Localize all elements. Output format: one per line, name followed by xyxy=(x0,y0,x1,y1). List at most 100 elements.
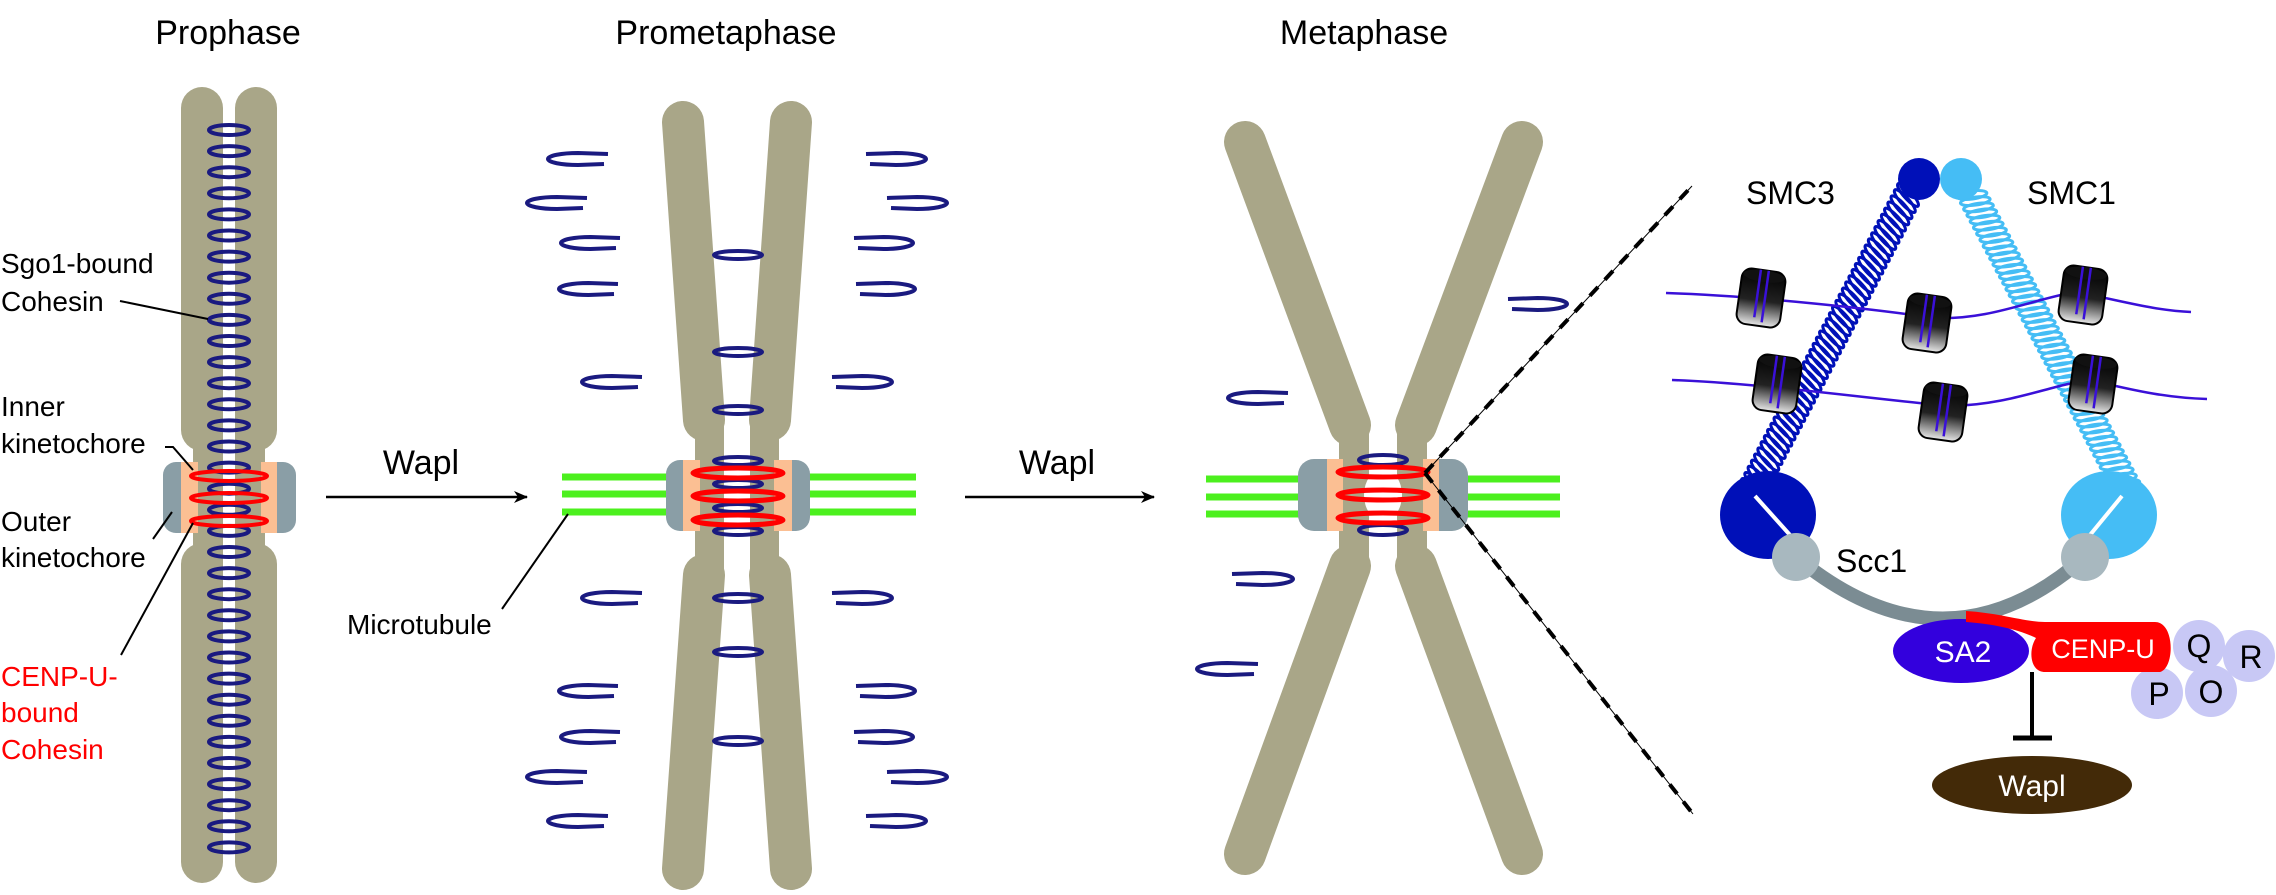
smc3-coil-turn xyxy=(1827,311,1852,338)
sgo1-cohesin-ring xyxy=(207,819,251,834)
inner-kinetochore-label-line1: Inner xyxy=(1,391,65,422)
sgo1-leader-line xyxy=(119,300,209,320)
sa2 xyxy=(1893,619,2029,683)
metaphase-chromosome xyxy=(1195,121,1569,875)
smc1-coil-turn xyxy=(1981,238,2015,251)
cenpu-cohesin-rings xyxy=(189,469,269,528)
sgo1-cohesin-ring xyxy=(207,376,251,391)
smc1-coil-turn xyxy=(2017,305,2051,318)
smc1-coil-turn xyxy=(2043,354,2077,367)
smc1-coil-turn xyxy=(1975,225,2008,238)
smc3-coil-turn xyxy=(1762,434,1787,460)
smc3-coil-turn xyxy=(1879,212,1904,239)
sgo1-cohesin-ring xyxy=(207,756,251,770)
smc1-coil-turn xyxy=(2023,318,2057,331)
cohesin-ring xyxy=(712,592,764,604)
histone-top xyxy=(2065,266,2107,280)
sgo1-cohesin-ring xyxy=(207,165,251,180)
released-cohesin-ring xyxy=(831,373,894,391)
cenpu-label-line2: bound xyxy=(1,697,79,728)
sgo1-cohesin-ring xyxy=(207,228,251,243)
sgo1-cohesin-ring xyxy=(207,397,251,412)
sgo1-cohesin-ring xyxy=(207,270,251,285)
released-cohesin-ring xyxy=(1195,660,1259,678)
cenpu-cohesin-ring xyxy=(1335,487,1431,503)
cohesin-ring xyxy=(712,404,764,416)
scc1-c-terminus xyxy=(2061,533,2109,581)
smc3-coil-turn xyxy=(1873,225,1898,251)
smc1-coil-turn xyxy=(1984,244,2018,257)
smc3-coil-turn xyxy=(1824,317,1849,344)
dna-strand xyxy=(1665,290,2192,320)
smc3-coil-turn xyxy=(1853,261,1878,288)
smc1-coil-turn xyxy=(2092,447,2125,460)
nucleosome xyxy=(1917,381,1969,443)
cohesin-ring xyxy=(712,455,764,467)
nucleosome xyxy=(1751,353,1803,415)
released-cohesin-ring xyxy=(525,768,588,786)
smc3-coil-turn xyxy=(1801,360,1826,387)
smc3-head-line xyxy=(1753,494,1792,537)
sgo1-cohesin-ring xyxy=(207,123,251,137)
released-cohesin-ring xyxy=(559,728,621,746)
smc1-coil-turn xyxy=(2020,311,2054,324)
dna-wrap xyxy=(1935,383,1953,437)
smc3-coil-turn xyxy=(1844,280,1868,307)
sgo1-cohesin-ring xyxy=(207,144,251,159)
released-cohesin-ring xyxy=(1226,389,1289,407)
cohesin-ring xyxy=(712,502,764,514)
chromatid-right-upper xyxy=(749,101,812,441)
sgo1-cohesin-ring xyxy=(207,545,251,559)
cohesin-model: SMC3 SMC1 Scc1 Q R P O SA2 CENP-U Wapl xyxy=(1665,158,2275,814)
nucleosomes xyxy=(1735,264,2119,443)
histone-top xyxy=(1759,355,1801,369)
cenp-u xyxy=(1966,611,2171,672)
centromeric-cohesin-rings xyxy=(690,249,786,747)
smc1-coil-turn xyxy=(2098,459,2132,472)
cenp-u-label: CENP-U xyxy=(2051,634,2155,664)
smc1-coil-turn xyxy=(1997,268,2031,281)
sgo1-cohesin-ring xyxy=(207,777,251,792)
smc3-coil-turn xyxy=(1821,323,1846,350)
wapl xyxy=(1932,756,2132,814)
sgo1-cohesin-ring xyxy=(207,312,251,327)
dna-wrap xyxy=(2075,266,2093,320)
smc1-coil-turn xyxy=(2001,275,2034,287)
smc3-coil-turn xyxy=(1808,347,1833,374)
cenpu-cohesin-ring xyxy=(1335,510,1431,526)
smc3-coil-turn xyxy=(1870,231,1894,258)
smc1-coil-turn xyxy=(2030,330,2064,343)
cenp-o xyxy=(2185,665,2237,717)
smc1-head-line xyxy=(2088,494,2124,537)
released-cohesin-ring xyxy=(865,150,928,168)
released-cohesin-ring xyxy=(886,194,949,212)
histone-top xyxy=(1743,269,1785,283)
outer-kinetochore-leader-line xyxy=(152,511,173,540)
wapl-label: Wapl xyxy=(1998,770,2065,803)
chromatid-left-lower xyxy=(662,554,725,890)
histone-top xyxy=(2075,355,2117,369)
histone-core xyxy=(1751,353,1803,415)
smc1-coil-turn xyxy=(2082,428,2116,441)
smc3-coil-turn xyxy=(1759,440,1784,467)
sgo1-cohesin-rings xyxy=(207,123,251,855)
sgo1-cohesin-ring xyxy=(207,249,251,264)
histone-core xyxy=(1917,381,1969,443)
histone-core xyxy=(1901,292,1953,354)
inner-kinetochore-label-line2: kinetochore xyxy=(1,428,146,459)
chromatid-left-upper xyxy=(662,101,725,441)
inner-kinetochore-leader-line xyxy=(165,446,194,471)
smc1-coil-turn xyxy=(1968,213,2002,226)
sa2-label: SA2 xyxy=(1935,636,1992,669)
smc3-coil-turn xyxy=(1811,341,1836,368)
sgo1-cohesin-ring xyxy=(207,587,251,602)
released-cohesin-ring xyxy=(853,728,915,746)
smc1-hinge xyxy=(1940,158,1982,200)
smc3-coil-turn xyxy=(1876,218,1901,245)
released-cohesin-rings xyxy=(1195,295,1569,678)
released-cohesin-ring xyxy=(580,589,643,607)
smc1-coil-turn xyxy=(1991,256,2025,269)
chromatid-top-right xyxy=(1395,121,1543,446)
smc1-coil-turn xyxy=(1965,207,1999,220)
released-cohesin-ring xyxy=(865,812,928,830)
